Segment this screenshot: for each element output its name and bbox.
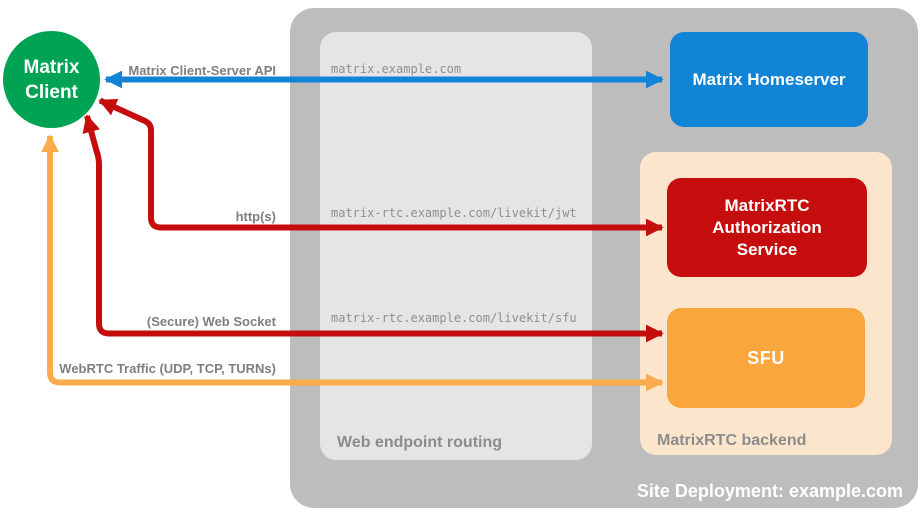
endpoint-matrix-example-com: matrix.example.com [331, 62, 462, 76]
node-matrix-homeserver: Matrix Homeserver [670, 32, 868, 127]
matrix-client-label: Matrix Client [23, 56, 80, 103]
web-endpoint-routing-panel: Web endpoint routing [320, 32, 592, 460]
endpoint-livekit-jwt: matrix-rtc.example.com/livekit/jwt [331, 206, 577, 220]
node-matrixrtc-authorization-service: MatrixRTC Authorization Service [667, 178, 867, 277]
matrix-homeserver-label: Matrix Homeserver [692, 69, 846, 89]
edge-label-client-server-api: Matrix Client-Server API [128, 63, 276, 78]
edge-label-https: http(s) [235, 209, 276, 224]
node-sfu: SFU [667, 308, 865, 408]
endpoint-livekit-sfu: matrix-rtc.example.com/livekit/sfu [331, 311, 577, 325]
edge-label-web-socket: (Secure) Web Socket [146, 314, 276, 329]
sfu-label: SFU [747, 347, 785, 368]
matrixrtc-authorization-service-label: MatrixRTC Authorization Service [712, 195, 822, 259]
edge-label-webrtc-traffic: WebRTC Traffic (UDP, TCP, TURNs) [59, 361, 276, 376]
matrixrtc-backend-label: MatrixRTC backend [657, 432, 807, 449]
site-deployment-label: Site Deployment: example.com [636, 481, 903, 501]
web-endpoint-routing-label: Web endpoint routing [337, 434, 503, 451]
node-matrix-client: Matrix Client [3, 31, 100, 128]
